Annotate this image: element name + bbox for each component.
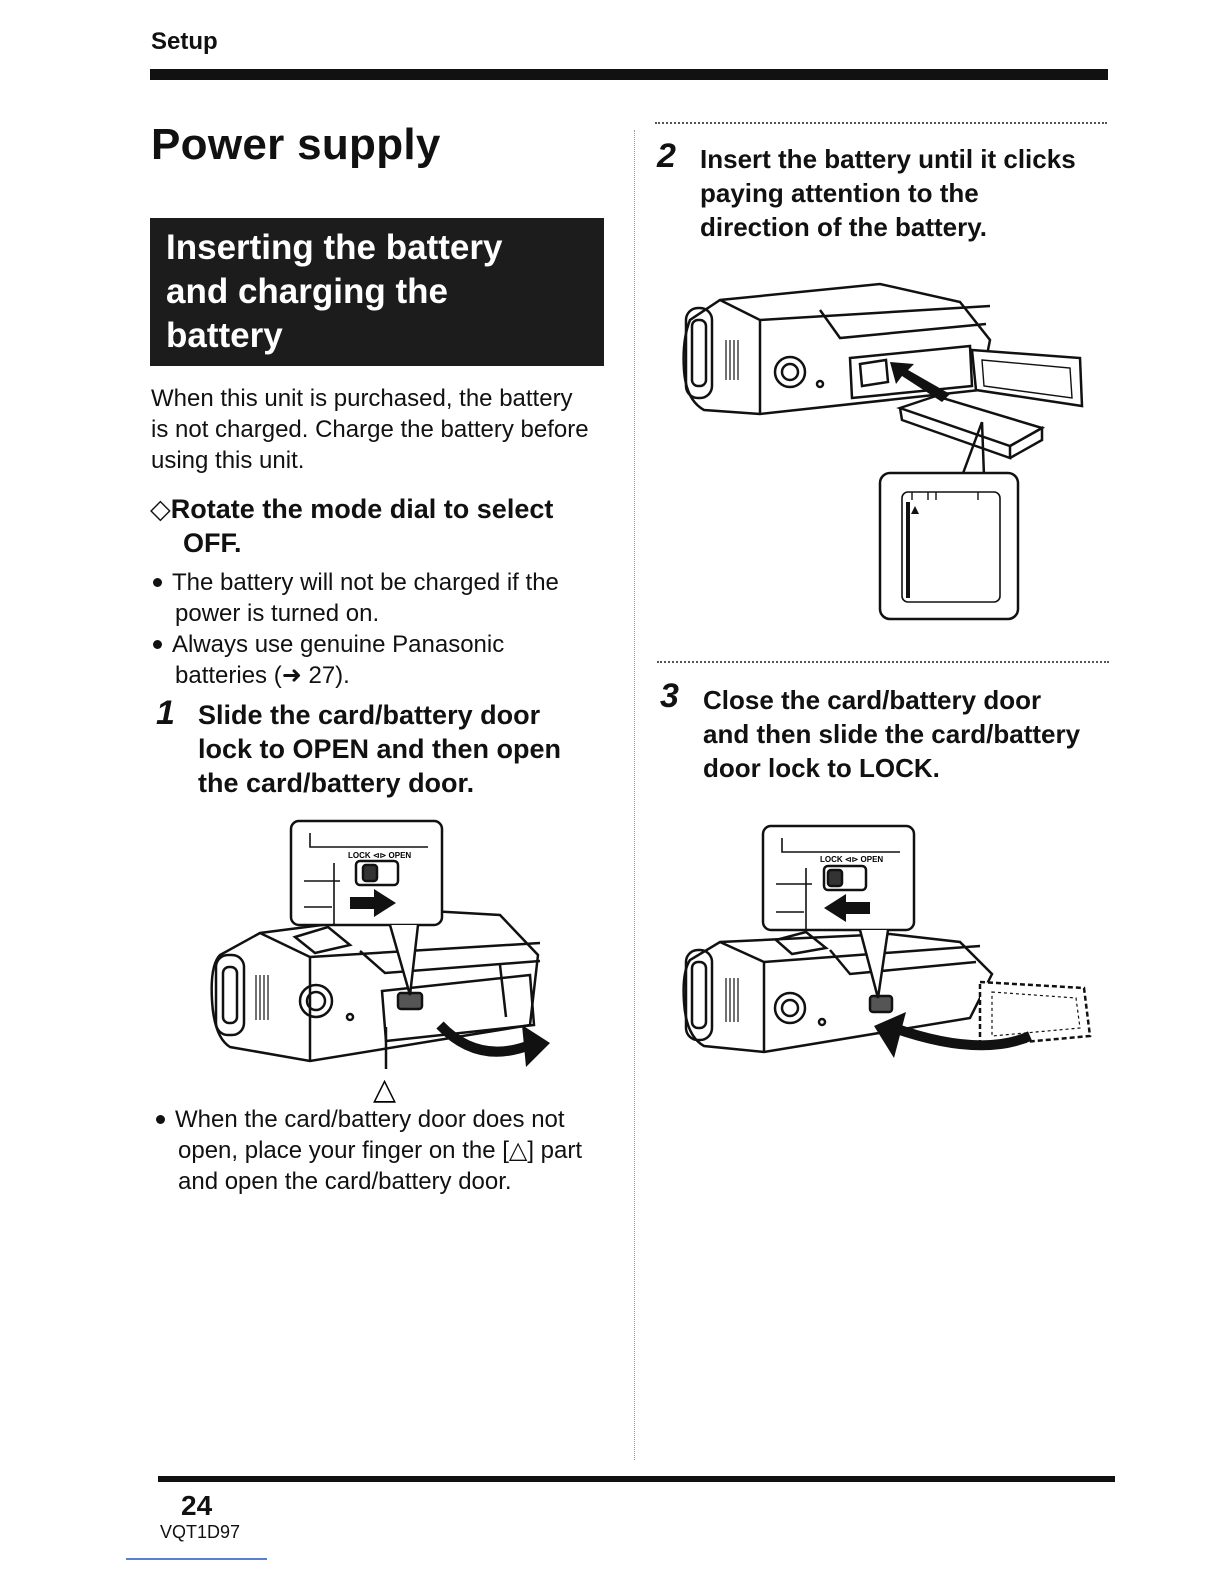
intro-paragraph: When this unit is purchased, the battery… <box>151 383 589 476</box>
page-number: 24 <box>181 1490 213 1521</box>
step-line: and then slide the card/battery <box>703 719 1081 749</box>
mode-instruction-line: OFF. <box>183 528 242 558</box>
step-3-number: 3 <box>660 677 679 715</box>
step-line: Slide the card/battery door <box>198 700 541 730</box>
lock-open-label: LOCK ⊲⊳ OPEN <box>820 855 883 864</box>
note-item: The battery will not be charged if the p… <box>153 567 559 629</box>
note-list: The battery will not be charged if the p… <box>153 567 559 691</box>
step-1-note: When the card/battery door does not open… <box>156 1104 582 1197</box>
step-line: Close the card/battery door <box>703 685 1042 715</box>
note-line: open, place your finger on the [△] part <box>178 1137 583 1164</box>
note-line: batteries (➜ 27). <box>175 662 350 689</box>
step-2-number: 2 <box>657 137 676 175</box>
subsection-heading: Inserting the battery and charging the b… <box>150 218 604 366</box>
mode-instruction: ◇Rotate the mode dial to select OFF. <box>150 492 553 560</box>
step-line: lock to OPEN and then open <box>198 734 562 764</box>
note-line: Always use genuine Panasonic <box>172 631 505 658</box>
note-line: power is turned on. <box>175 600 380 627</box>
step-line: direction of the battery. <box>700 212 987 242</box>
model-code: VQT1D97 <box>160 1522 241 1542</box>
column-divider <box>634 130 635 1460</box>
finger-mark-label: △ <box>373 1073 396 1106</box>
step-1-figure: LOCK ⊲⊳ OPEN △ <box>210 819 550 1106</box>
mode-instruction-line: Rotate the mode dial to select <box>170 494 554 524</box>
footer-rule <box>158 1476 1115 1482</box>
step-2-figure <box>682 282 1084 621</box>
step-line: door lock to LOCK. <box>703 753 940 783</box>
bullet-icon <box>156 1115 165 1124</box>
section-label: Setup <box>151 28 218 55</box>
step-separator <box>657 661 1109 663</box>
note-item: Always use genuine Panasonic batteries (… <box>153 629 559 691</box>
step-separator <box>655 122 1107 124</box>
step-3-figure: LOCK ⊲⊳ OPEN <box>682 824 1092 1058</box>
step-line: paying attention to the <box>700 178 979 208</box>
intro-line: is not charged. Charge the battery befor… <box>151 416 589 443</box>
page-title: Power supply <box>151 120 441 169</box>
step-3-instruction: Close the card/battery door and then sli… <box>703 683 1080 785</box>
step-1-instruction: Slide the card/battery door lock to OPEN… <box>198 698 561 800</box>
step-2-instruction: Insert the battery until it clicks payin… <box>700 142 1076 244</box>
diamond-icon: ◇ <box>150 494 171 524</box>
bullet-icon <box>153 578 162 587</box>
step-line: the card/battery door. <box>198 768 475 798</box>
link-underline <box>126 1558 267 1560</box>
note-line: and open the card/battery door. <box>178 1168 512 1195</box>
intro-line: When this unit is purchased, the battery <box>151 385 573 412</box>
intro-line: using this unit. <box>151 447 305 474</box>
header-rule <box>150 69 1108 80</box>
subsection-heading-line: and charging the <box>166 272 448 311</box>
step-1-number: 1 <box>156 694 175 732</box>
note-line: The battery will not be charged if the <box>172 569 559 596</box>
note-line: When the card/battery door does not <box>175 1106 565 1133</box>
subsection-heading-line: Inserting the battery <box>166 228 503 267</box>
lock-open-label: LOCK ⊲⊳ OPEN <box>348 851 411 860</box>
step-line: Insert the battery until it clicks <box>700 144 1076 174</box>
bullet-icon <box>153 640 162 649</box>
subsection-heading-line: battery <box>166 316 283 355</box>
